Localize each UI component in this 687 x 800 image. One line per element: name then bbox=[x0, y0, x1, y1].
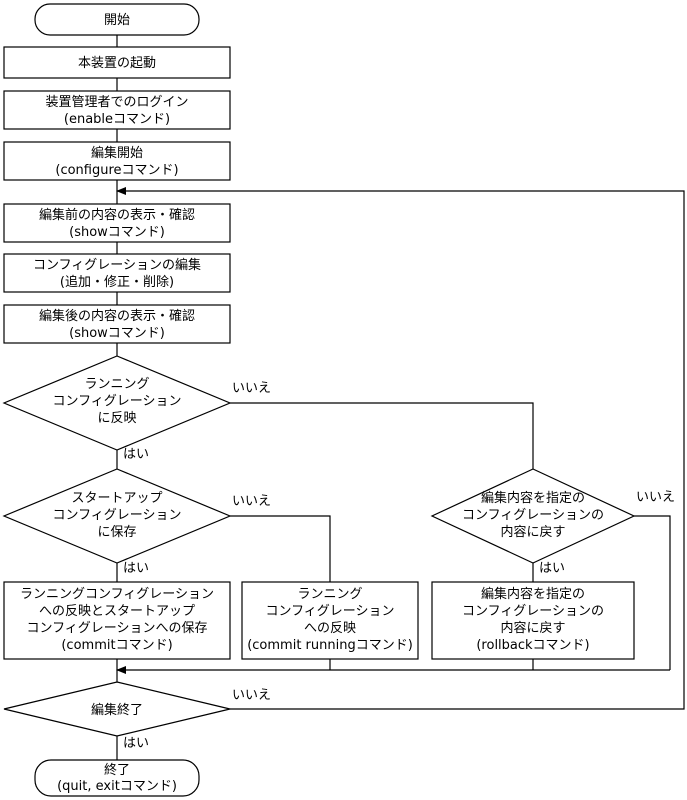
node-rollback: 編集内容を指定の コンフィグレーションの 内容に戻す (rollbackコマンド… bbox=[431, 581, 635, 660]
node-commit-line3: コンフィグレーションへの保存 bbox=[26, 621, 207, 636]
label-end-yes: はい bbox=[123, 736, 149, 751]
label-rollback-yes: はい bbox=[539, 561, 565, 576]
node-start-label: 開始 bbox=[104, 13, 130, 28]
node-show-before-line1: 編集前の内容の表示・確認 bbox=[39, 207, 195, 223]
edge-decend-no-loop bbox=[116, 187, 685, 710]
label-rollback-no: いいえ bbox=[636, 490, 675, 505]
edge-labels: いいえ はい いいえ はい いいえ はい いいえ はい bbox=[123, 381, 675, 751]
node-boot: 本装置の起動 bbox=[3, 46, 231, 79]
node-rollback-line3: 内容に戻す bbox=[500, 620, 565, 636]
node-rollback-line1: 編集内容を指定の bbox=[481, 586, 585, 602]
decision-rollback-line2: コンフィグレーションの bbox=[462, 508, 604, 523]
decision-running-line3: に反映 bbox=[97, 411, 136, 426]
decision-end-label: 編集終了 bbox=[91, 702, 143, 718]
node-commit-running: ランニング コンフィグレーション への反映 (commit runningコマン… bbox=[241, 581, 419, 660]
node-commit-running-line1: ランニング bbox=[297, 587, 362, 602]
decision-rollback: 編集内容を指定の コンフィグレーションの 内容に戻す bbox=[430, 468, 636, 564]
node-show-after: 編集後の内容の表示・確認 (showコマンド) bbox=[3, 304, 231, 344]
node-boot-label: 本装置の起動 bbox=[78, 56, 156, 71]
node-commit-line4: (commitコマンド) bbox=[61, 638, 172, 653]
label-running-no: いいえ bbox=[232, 381, 271, 396]
decision-rollback-line1: 編集内容を指定の bbox=[481, 490, 585, 506]
decision-running-line1: ランニング bbox=[84, 377, 149, 392]
node-rollback-line4: (rollbackコマンド) bbox=[476, 638, 589, 653]
node-edit-config-line1: コンフィグレーションの編集 bbox=[33, 257, 201, 273]
node-show-before: 編集前の内容の表示・確認 (showコマンド) bbox=[3, 203, 231, 243]
label-startup-no: いいえ bbox=[232, 494, 271, 509]
node-commit-running-line4: (commit runningコマンド) bbox=[247, 638, 413, 653]
decision-startup: スタートアップ コンフィグレーション に保存 bbox=[2, 468, 232, 564]
decision-startup-line1: スタートアップ bbox=[71, 491, 162, 506]
node-commit-line2: への反映とスタートアップ bbox=[39, 604, 195, 619]
decision-startup-line2: コンフィグレーション bbox=[52, 508, 181, 523]
decision-end: 編集終了 bbox=[3, 681, 231, 737]
node-start: 開始 bbox=[34, 3, 200, 36]
label-running-yes: はい bbox=[123, 447, 149, 462]
decision-running: ランニング コンフィグレーション に反映 bbox=[2, 355, 232, 451]
node-show-after-line2: (showコマンド) bbox=[69, 326, 165, 341]
edges bbox=[116, 35, 685, 760]
node-end-line1: 終了 bbox=[104, 762, 130, 778]
node-login-line2: (enableコマンド) bbox=[64, 112, 170, 127]
decision-startup-line3: に保存 bbox=[97, 525, 136, 540]
node-commit-line1: ランニングコンフィグレーション bbox=[20, 587, 214, 602]
node-login: 装置管理者でのログイン (enableコマンド) bbox=[3, 90, 231, 130]
node-edit-start-line2: (configureコマンド) bbox=[55, 163, 178, 178]
node-show-before-line2: (showコマンド) bbox=[69, 225, 165, 240]
node-commit-running-line2: コンフィグレーション bbox=[265, 604, 394, 619]
node-commit-running-line3: への反映 bbox=[304, 621, 356, 636]
node-edit-start-line1: 編集開始 bbox=[91, 145, 143, 161]
node-edit-start: 編集開始 (configureコマンド) bbox=[3, 141, 231, 181]
node-edit-config: コンフィグレーションの編集 (追加・修正・削除) bbox=[3, 253, 231, 293]
node-commit: ランニングコンフィグレーション への反映とスタートアップ コンフィグレーションへ… bbox=[3, 581, 231, 660]
edge-decrollback-no bbox=[634, 515, 671, 670]
node-show-after-line1: 編集後の内容の表示・確認 bbox=[39, 308, 195, 324]
node-login-line1: 装置管理者でのログイン bbox=[45, 95, 188, 110]
edge-decstartup-no bbox=[230, 515, 331, 582]
node-edit-config-line2: (追加・修正・削除) bbox=[60, 274, 174, 290]
node-end: 終了 (quit, exitコマンド) bbox=[34, 759, 200, 797]
node-rollback-line2: コンフィグレーションの bbox=[462, 604, 604, 619]
decision-rollback-line3: 内容に戻す bbox=[500, 524, 565, 540]
edge-decrunning-no bbox=[230, 402, 534, 469]
node-end-line2: (quit, exitコマンド) bbox=[57, 779, 177, 794]
decision-running-line2: コンフィグレーション bbox=[52, 394, 181, 409]
label-end-no: いいえ bbox=[232, 688, 271, 703]
label-startup-yes: はい bbox=[123, 561, 149, 576]
